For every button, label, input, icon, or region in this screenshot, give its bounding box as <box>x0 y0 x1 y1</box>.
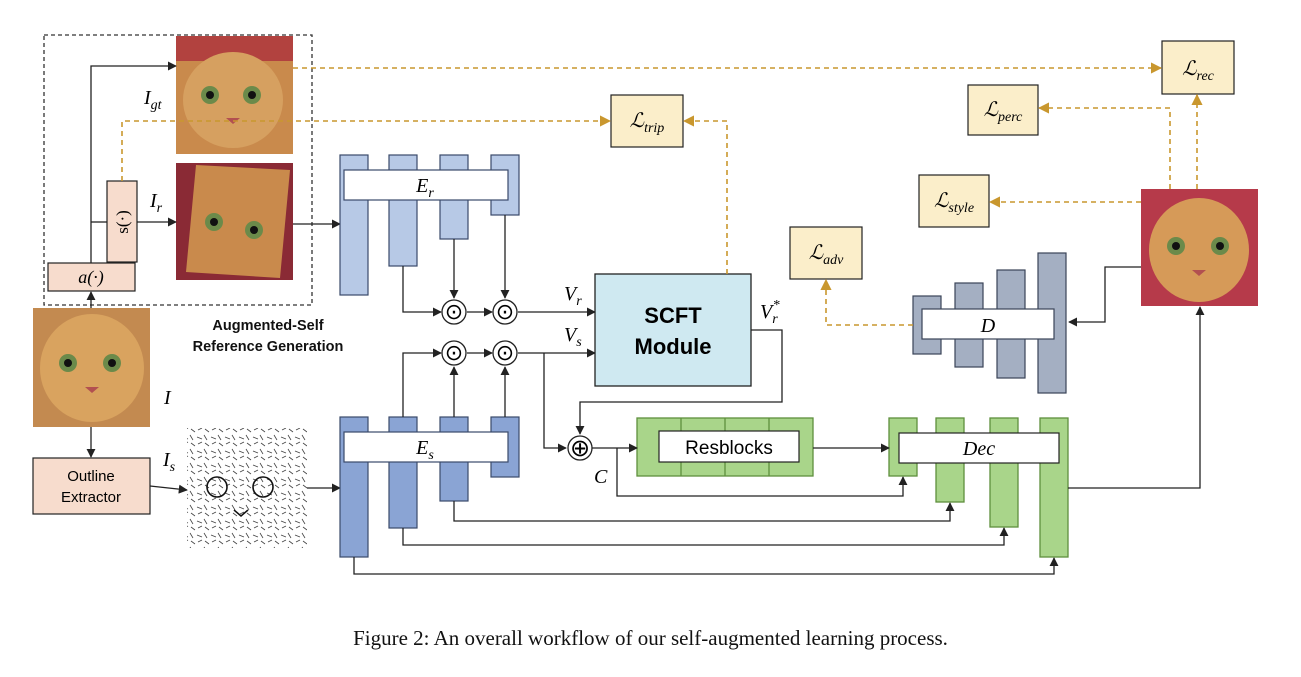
svg-text:ℒrec: ℒrec <box>1182 58 1215 84</box>
label-I-s: Is <box>162 449 176 475</box>
svg-text:ℒperc: ℒperc <box>984 99 1024 125</box>
cat-face-image-output <box>1141 189 1258 306</box>
feature-C-label: C <box>594 466 608 488</box>
label-I-r: Ir <box>149 190 163 216</box>
svg-text:⊙: ⊙ <box>445 299 463 324</box>
svg-text:⊕: ⊕ <box>570 436 590 462</box>
svg-text:ℒadv: ℒadv <box>809 242 844 268</box>
loss-trip: ℒtrip <box>610 94 684 148</box>
label-I: I <box>163 387 172 409</box>
augment-op-label: a(·) <box>78 267 104 288</box>
hadamard-op-r2: ⊙ <box>492 299 518 325</box>
svg-text:⊙: ⊙ <box>445 340 463 365</box>
scft-label-2: Module <box>635 334 712 359</box>
loss-rec: ℒrec <box>1161 40 1235 95</box>
feature-Vr-star-label: Vr* <box>760 298 780 327</box>
resblocks: Resblocks <box>636 417 814 477</box>
outline-extractor-box: Outline Extractor <box>32 457 151 515</box>
cat-face-image-ref <box>176 163 293 280</box>
resblocks-label: Resblocks <box>685 438 773 459</box>
svg-text:⊙: ⊙ <box>496 299 514 324</box>
decoder-label: Dec <box>962 438 995 460</box>
hadamard-op-s2: ⊙ <box>492 340 518 366</box>
discriminator <box>912 252 1067 394</box>
svg-text:ℒstyle: ℒstyle <box>934 190 974 216</box>
outline-extractor-label-1: Outline <box>67 468 115 485</box>
label-I-gt: Igt <box>143 87 163 113</box>
hadamard-op-r1: ⊙ <box>441 299 467 325</box>
scft-module: SCFT Module <box>594 273 752 387</box>
encoder-sketch-label: Es <box>415 437 434 463</box>
augment-op-box: a(·) <box>47 262 136 292</box>
discriminator-label: D <box>980 315 996 337</box>
decoder <box>888 417 1069 558</box>
svg-text:⊙: ⊙ <box>496 340 514 365</box>
loss-perc: ℒperc <box>967 84 1039 136</box>
scft-label-1: SCFT <box>644 303 702 328</box>
cat-face-image-gt <box>176 36 293 154</box>
outline-extractor-label-2: Extractor <box>61 489 121 506</box>
encoder-sketch <box>339 416 520 558</box>
hadamard-op-s1: ⊙ <box>441 340 467 366</box>
svg-text:ℒtrip: ℒtrip <box>630 110 665 136</box>
loss-style: ℒstyle <box>918 174 990 228</box>
spatial-op-box: s(·) <box>106 180 138 263</box>
augmented-self-group-box <box>43 34 313 306</box>
cat-sketch-image <box>187 428 307 548</box>
sum-op: ⊕ <box>567 435 593 462</box>
encoder-reference-label: Er <box>415 175 434 201</box>
figure-caption: Figure 2: An overall workflow of our sel… <box>353 626 948 650</box>
encoder-reference <box>339 154 520 296</box>
spatial-op-label: s(·) <box>113 210 132 234</box>
feature-Vs-label: Vs <box>564 324 582 350</box>
group-label-line1: Augmented-Self <box>212 318 323 334</box>
group-label-line2: Reference Generation <box>193 339 344 355</box>
loss-adv: ℒadv <box>789 226 863 280</box>
cat-face-image-input <box>33 308 150 427</box>
feature-Vr-label: Vr <box>564 283 582 309</box>
